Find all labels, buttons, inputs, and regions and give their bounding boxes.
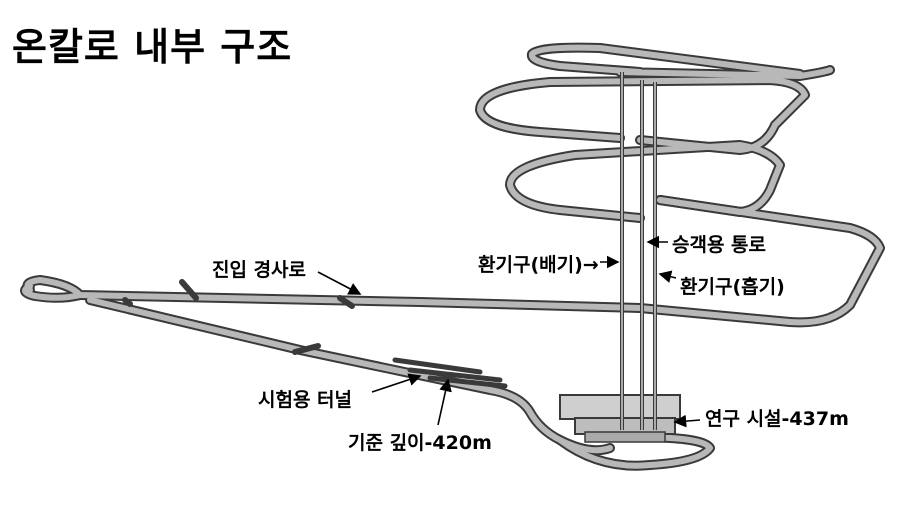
arrow-research-facility xyxy=(673,414,701,428)
label-intake-shaft: 환기구(흡기) xyxy=(680,276,785,298)
arrow-test-tunnel xyxy=(371,373,422,393)
leader-arrows xyxy=(317,235,701,428)
arrow-reference-depth xyxy=(437,378,452,426)
arrow-entrance-ramp xyxy=(317,271,362,295)
label-entrance-ramp: 진입 경사로 xyxy=(212,259,307,281)
page-title: 온칼로 내부 구조 xyxy=(12,25,293,69)
label-exhaust-shaft: 환기구(배기)→ xyxy=(478,254,599,276)
vertical-shafts xyxy=(620,72,657,430)
tunnel-stubs xyxy=(122,279,355,355)
label-research-facility: 연구 시설-437m xyxy=(705,408,849,430)
tunnel-network-fill xyxy=(22,44,883,469)
label-personnel-shaft: 승객용 통로 xyxy=(672,234,767,256)
right-loop-tunnel xyxy=(635,195,885,328)
label-reference-depth: 기준 깊이-420m xyxy=(348,432,492,454)
label-test-tunnel: 시험용 터널 xyxy=(258,389,353,411)
arrow-intake-shaft xyxy=(658,270,677,283)
